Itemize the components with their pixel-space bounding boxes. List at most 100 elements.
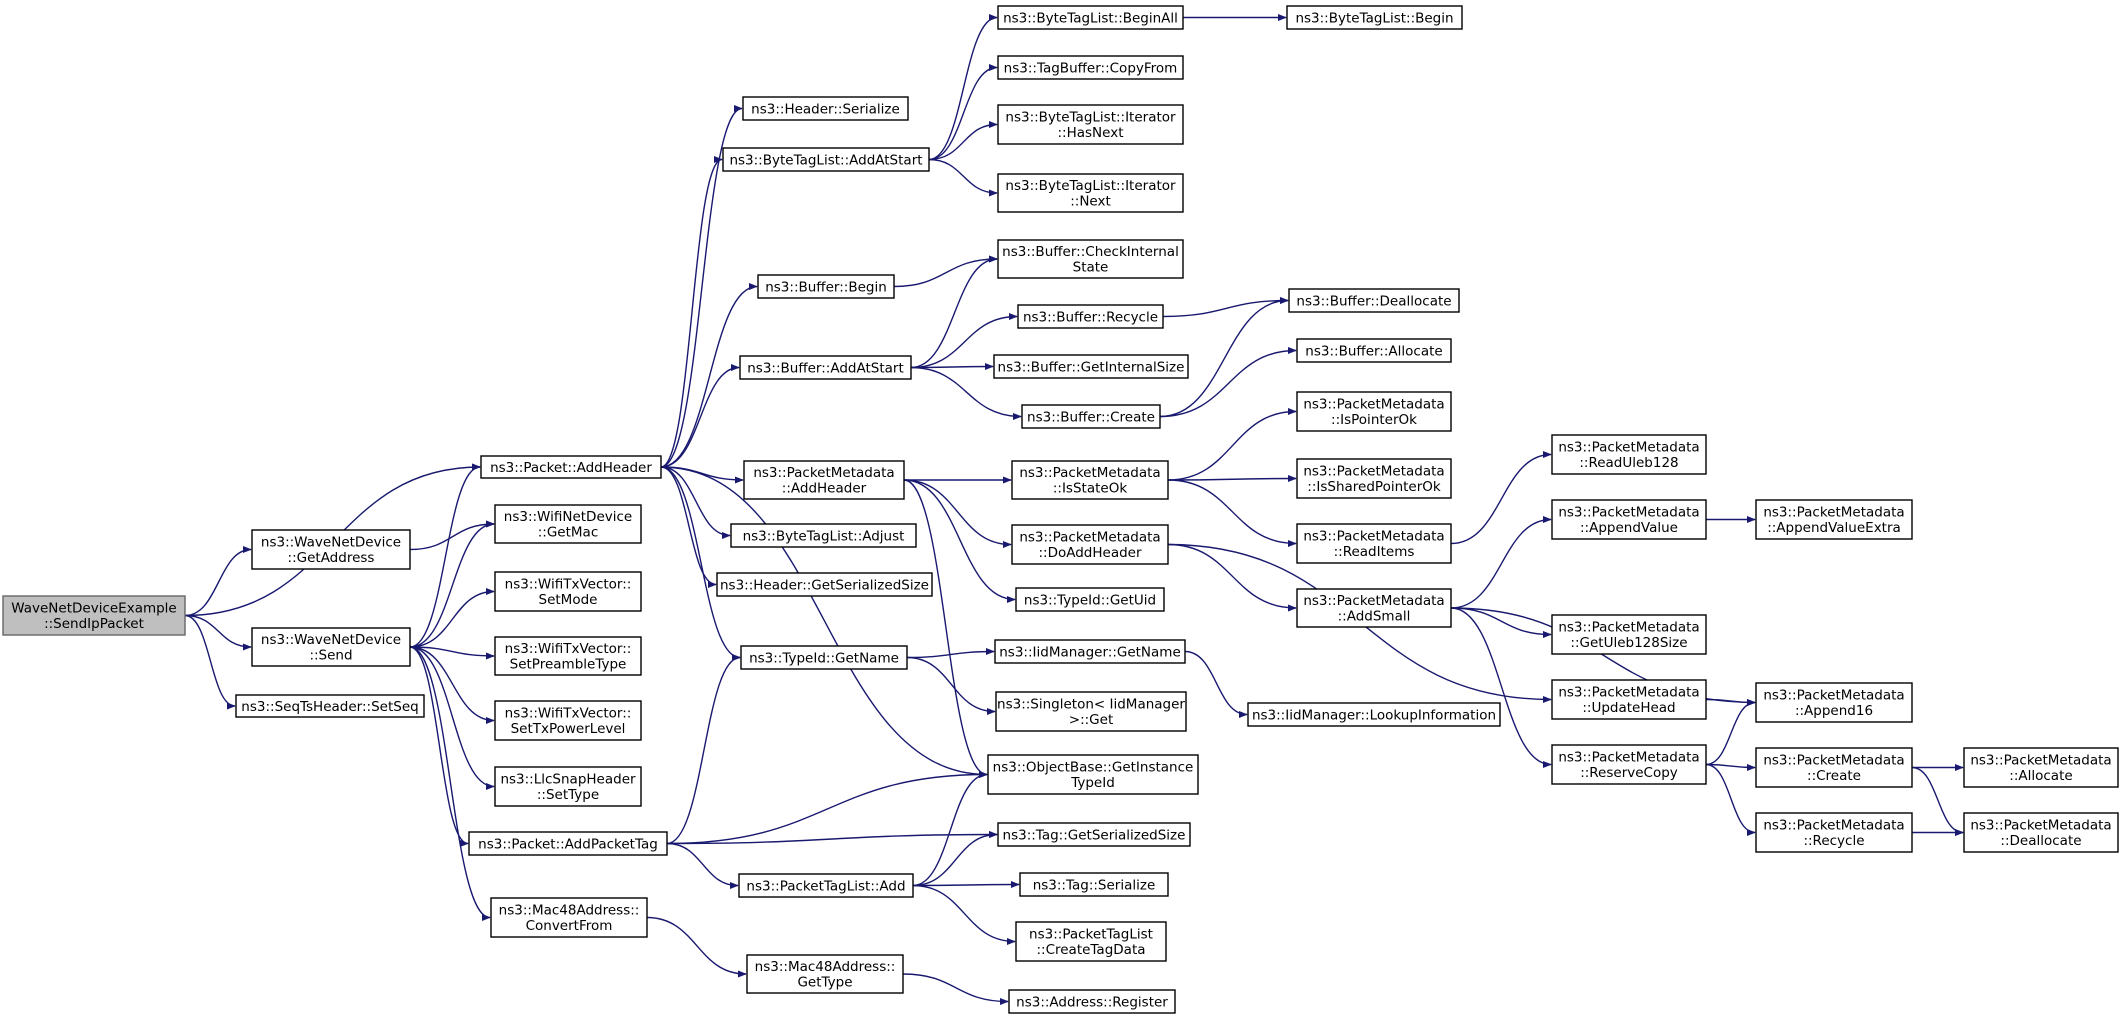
node-tbCopyFrom[interactable]: ns3::TagBuffer::CopyFrom bbox=[997, 55, 1184, 80]
node-box bbox=[742, 96, 909, 121]
node-tagGetSerSize[interactable]: ns3::Tag::GetSerializedSize bbox=[997, 822, 1191, 847]
node-txSetPower[interactable]: ns3::WifiTxVector::SetTxPowerLevel bbox=[494, 700, 642, 741]
node-bufGetInternalSize[interactable]: ns3::Buffer::GetInternalSize bbox=[993, 354, 1189, 379]
node-pmDoAddHeader[interactable]: ns3::PacketMetadata::DoAddHeader bbox=[1011, 524, 1169, 565]
node-headerSerialize[interactable]: ns3::Header::Serialize bbox=[742, 96, 909, 121]
node-pmAddSmall[interactable]: ns3::PacketMetadata::AddSmall bbox=[1296, 588, 1452, 628]
edge-pmAddHeader-to-pmDoAddHeader bbox=[903, 479, 1012, 549]
node-pmRecycle[interactable]: ns3::PacketMetadata::Recycle bbox=[1755, 812, 1913, 853]
node-pmCreate[interactable]: ns3::PacketMetadata::Create bbox=[1755, 747, 1913, 788]
node-label: ns3::TypeId::GetUid bbox=[1024, 592, 1156, 608]
node-label: SetPreambleType bbox=[510, 657, 627, 673]
node-label: >::Get bbox=[1069, 712, 1113, 728]
node-box bbox=[1015, 587, 1165, 612]
edge-wndSend-to-txSetMode bbox=[409, 587, 495, 648]
node-singletonGet[interactable]: ns3::Singleton< IidManager >::Get bbox=[995, 691, 1187, 732]
edge-bufBegin-to-bufCheckInternal bbox=[893, 255, 998, 288]
edge-addHeader-to-bufBegin bbox=[660, 282, 758, 468]
node-pmReserveCopy[interactable]: ns3::PacketMetadata::ReserveCopy bbox=[1551, 744, 1707, 785]
node-label: ns3::TagBuffer::CopyFrom bbox=[1004, 60, 1178, 76]
edge-bufCreate-to-bufDeallocate bbox=[1159, 296, 1289, 418]
node-btlBeginAll[interactable]: ns3::ByteTagList::BeginAll bbox=[997, 5, 1184, 30]
node-pmAddHeader[interactable]: ns3::PacketMetadata::AddHeader bbox=[743, 460, 905, 500]
edge-typeIdGetName-to-singletonGet bbox=[906, 656, 996, 716]
node-typeIdGetUid[interactable]: ns3::TypeId::GetUid bbox=[1015, 587, 1165, 612]
node-box bbox=[1288, 288, 1460, 313]
node-iidLookupInfo[interactable]: ns3::IidManager::LookupInformation bbox=[1247, 702, 1501, 727]
node-box bbox=[251, 627, 411, 667]
node-wndSend[interactable]: ns3::WaveNetDevice::Send bbox=[251, 627, 411, 667]
node-bufRecycle[interactable]: ns3::Buffer::Recycle bbox=[1017, 304, 1164, 329]
node-headerGetSerSize[interactable]: ns3::Header::GetSerializedSize bbox=[716, 572, 933, 597]
node-label: ::IsStateOk bbox=[1053, 481, 1127, 497]
node-label: ns3::ByteTagList::BeginAll bbox=[1003, 10, 1178, 26]
node-btlBegin[interactable]: ns3::ByteTagList::Begin bbox=[1286, 5, 1463, 30]
node-box bbox=[251, 529, 411, 570]
node-llcSetType[interactable]: ns3::LlcSnapHeader::SetType bbox=[494, 766, 642, 807]
node-pmAppendValueExtra[interactable]: ns3::PacketMetadata::AppendValueExtra bbox=[1755, 499, 1913, 540]
node-pmReadItems[interactable]: ns3::PacketMetadata::ReadItems bbox=[1296, 523, 1452, 564]
node-pmAppend16[interactable]: ns3::PacketMetadata::Append16 bbox=[1755, 682, 1913, 723]
edge-addHeader-to-btlAdjust bbox=[660, 466, 731, 540]
node-pmReadUleb128[interactable]: ns3::PacketMetadata::ReadUleb128 bbox=[1551, 434, 1707, 475]
node-seqSetSeq[interactable]: ns3::SeqTsHeader::SetSeq bbox=[235, 694, 425, 718]
node-pmGetUleb128Size[interactable]: ns3::PacketMetadata::GetUleb128Size bbox=[1551, 614, 1707, 655]
node-label: ns3::Mac48Address:: bbox=[499, 903, 640, 919]
edge-btlAddAtStart-to-btlBeginAll bbox=[928, 13, 998, 161]
edge-wndSend-to-txSetPreamble bbox=[409, 646, 495, 660]
node-box bbox=[994, 639, 1186, 664]
node-ptlAdd[interactable]: ns3::PacketTagList::Add bbox=[738, 873, 914, 898]
node-pmUpdateHead[interactable]: ns3::PacketMetadata::UpdateHead bbox=[1551, 679, 1707, 720]
edge-pmAddSmall-to-pmReserveCopy bbox=[1450, 607, 1552, 769]
node-macGetType[interactable]: ns3::Mac48Address::GetType bbox=[746, 954, 904, 994]
edge-pmIsStateOk-to-pmIsSharedPointerOk bbox=[1167, 474, 1297, 483]
node-tagSerialize[interactable]: ns3::Tag::Serialize bbox=[1019, 872, 1169, 897]
node-label: ns3::Tag::Serialize bbox=[1033, 877, 1156, 893]
node-addPacketTag[interactable]: ns3::Packet::AddPacketTag bbox=[468, 831, 668, 856]
node-label: ns3::WifiTxVector:: bbox=[505, 577, 632, 593]
node-pmAppendValue[interactable]: ns3::PacketMetadata::AppendValue bbox=[1551, 499, 1707, 540]
node-label: ns3::IidManager::GetName bbox=[999, 644, 1181, 660]
node-pmAllocate[interactable]: ns3::PacketMetadata::Allocate bbox=[1963, 747, 2119, 788]
node-txSetPreamble[interactable]: ns3::WifiTxVector::SetPreambleType bbox=[494, 636, 642, 676]
node-pmIsStateOk[interactable]: ns3::PacketMetadata::IsStateOk bbox=[1011, 460, 1169, 500]
edge-pmIsStateOk-to-pmReadItems bbox=[1167, 479, 1297, 548]
node-label: ::AddHeader bbox=[782, 481, 867, 497]
node-bufAllocate[interactable]: ns3::Buffer::Allocate bbox=[1296, 338, 1452, 363]
node-txSetMode[interactable]: ns3::WifiTxVector::SetMode bbox=[494, 571, 642, 612]
node-wifiGetMac[interactable]: ns3::WifiNetDevice::GetMac bbox=[494, 504, 642, 544]
node-label: ns3::SeqTsHeader::SetSeq bbox=[241, 699, 418, 715]
node-box bbox=[494, 766, 642, 807]
node-btlItNext[interactable]: ns3::ByteTagList::Iterator::Next bbox=[997, 173, 1184, 213]
node-ptlCreateTagData[interactable]: ns3::PacketTagList::CreateTagData bbox=[1015, 921, 1167, 962]
node-root[interactable]: WaveNetDeviceExample::SendIpPacket bbox=[2, 595, 186, 636]
node-box bbox=[480, 455, 662, 479]
node-pmIsPointerOk[interactable]: ns3::PacketMetadata::IsPointerOk bbox=[1296, 391, 1452, 432]
node-box bbox=[997, 55, 1184, 80]
edge-ptlAdd-to-ptlCreateTagData bbox=[912, 884, 1016, 946]
node-box bbox=[730, 523, 917, 548]
node-bufAddAtStart[interactable]: ns3::Buffer::AddAtStart bbox=[739, 355, 912, 380]
node-bufBegin[interactable]: ns3::Buffer::Begin bbox=[757, 274, 895, 299]
node-addHeader[interactable]: ns3::Packet::AddHeader bbox=[480, 455, 662, 479]
node-bufCreate[interactable]: ns3::Buffer::Create bbox=[1021, 404, 1161, 429]
node-addrRegister[interactable]: ns3::Address::Register bbox=[1008, 989, 1176, 1014]
node-wndGetAddress[interactable]: ns3::WaveNetDevice::GetAddress bbox=[251, 529, 411, 570]
node-bufDeallocate[interactable]: ns3::Buffer::Deallocate bbox=[1288, 288, 1460, 313]
node-btlAdjust[interactable]: ns3::ByteTagList::Adjust bbox=[730, 523, 917, 548]
node-label: ns3::IidManager::LookupInformation bbox=[1252, 707, 1496, 723]
node-pmDeallocate[interactable]: ns3::PacketMetadata::Deallocate bbox=[1963, 812, 2119, 853]
node-macConvertFrom[interactable]: ns3::Mac48Address::ConvertFrom bbox=[490, 897, 648, 938]
node-box bbox=[757, 274, 895, 299]
node-btlAddAtStart[interactable]: ns3::ByteTagList::AddAtStart bbox=[722, 147, 930, 172]
node-label: ns3::Singleton< IidManager bbox=[997, 697, 1185, 713]
node-label: ns3::Buffer::AddAtStart bbox=[747, 360, 904, 376]
node-typeIdGetName[interactable]: ns3::TypeId::GetName bbox=[740, 645, 908, 670]
node-iidGetName[interactable]: ns3::IidManager::GetName bbox=[994, 639, 1186, 664]
node-pmIsSharedPointerOk[interactable]: ns3::PacketMetadata::IsSharedPointerOk bbox=[1296, 458, 1452, 499]
node-box bbox=[1021, 404, 1161, 429]
node-btlItHasNext[interactable]: ns3::ByteTagList::Iterator::HasNext bbox=[997, 104, 1184, 145]
edge-wndSend-to-addHeader bbox=[409, 463, 481, 648]
